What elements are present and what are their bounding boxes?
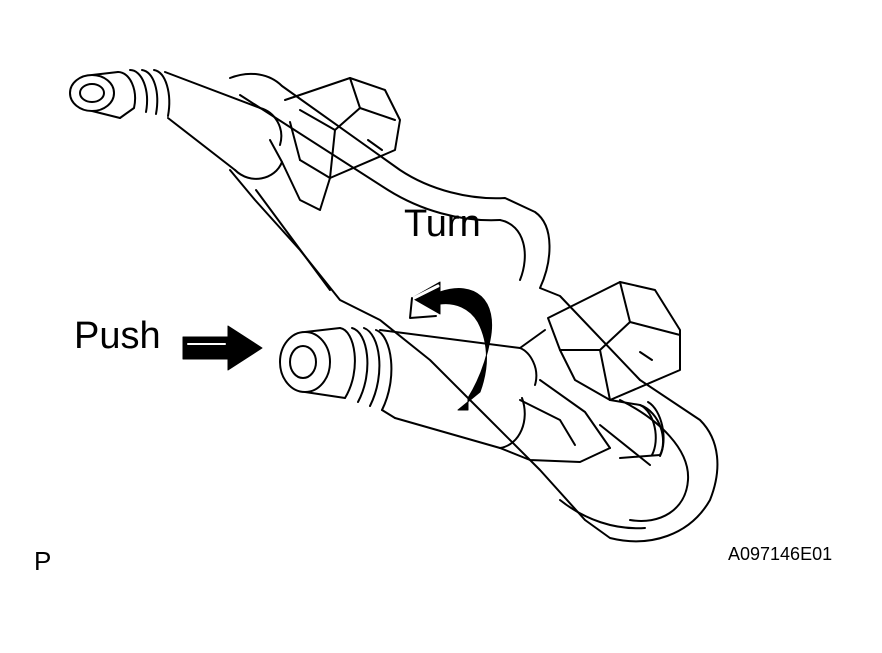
rotate-clockwise-icon — [408, 281, 492, 411]
turn-label: Turn — [404, 203, 481, 245]
view-marker-label: P — [34, 546, 52, 576]
figure-id-label: A097146E01 — [728, 544, 833, 564]
foreground-injector — [279, 281, 681, 463]
arrow-right-icon — [182, 325, 263, 371]
background-injector — [69, 69, 401, 211]
push-label: Push — [74, 315, 161, 357]
delivery-pipe — [229, 72, 719, 543]
